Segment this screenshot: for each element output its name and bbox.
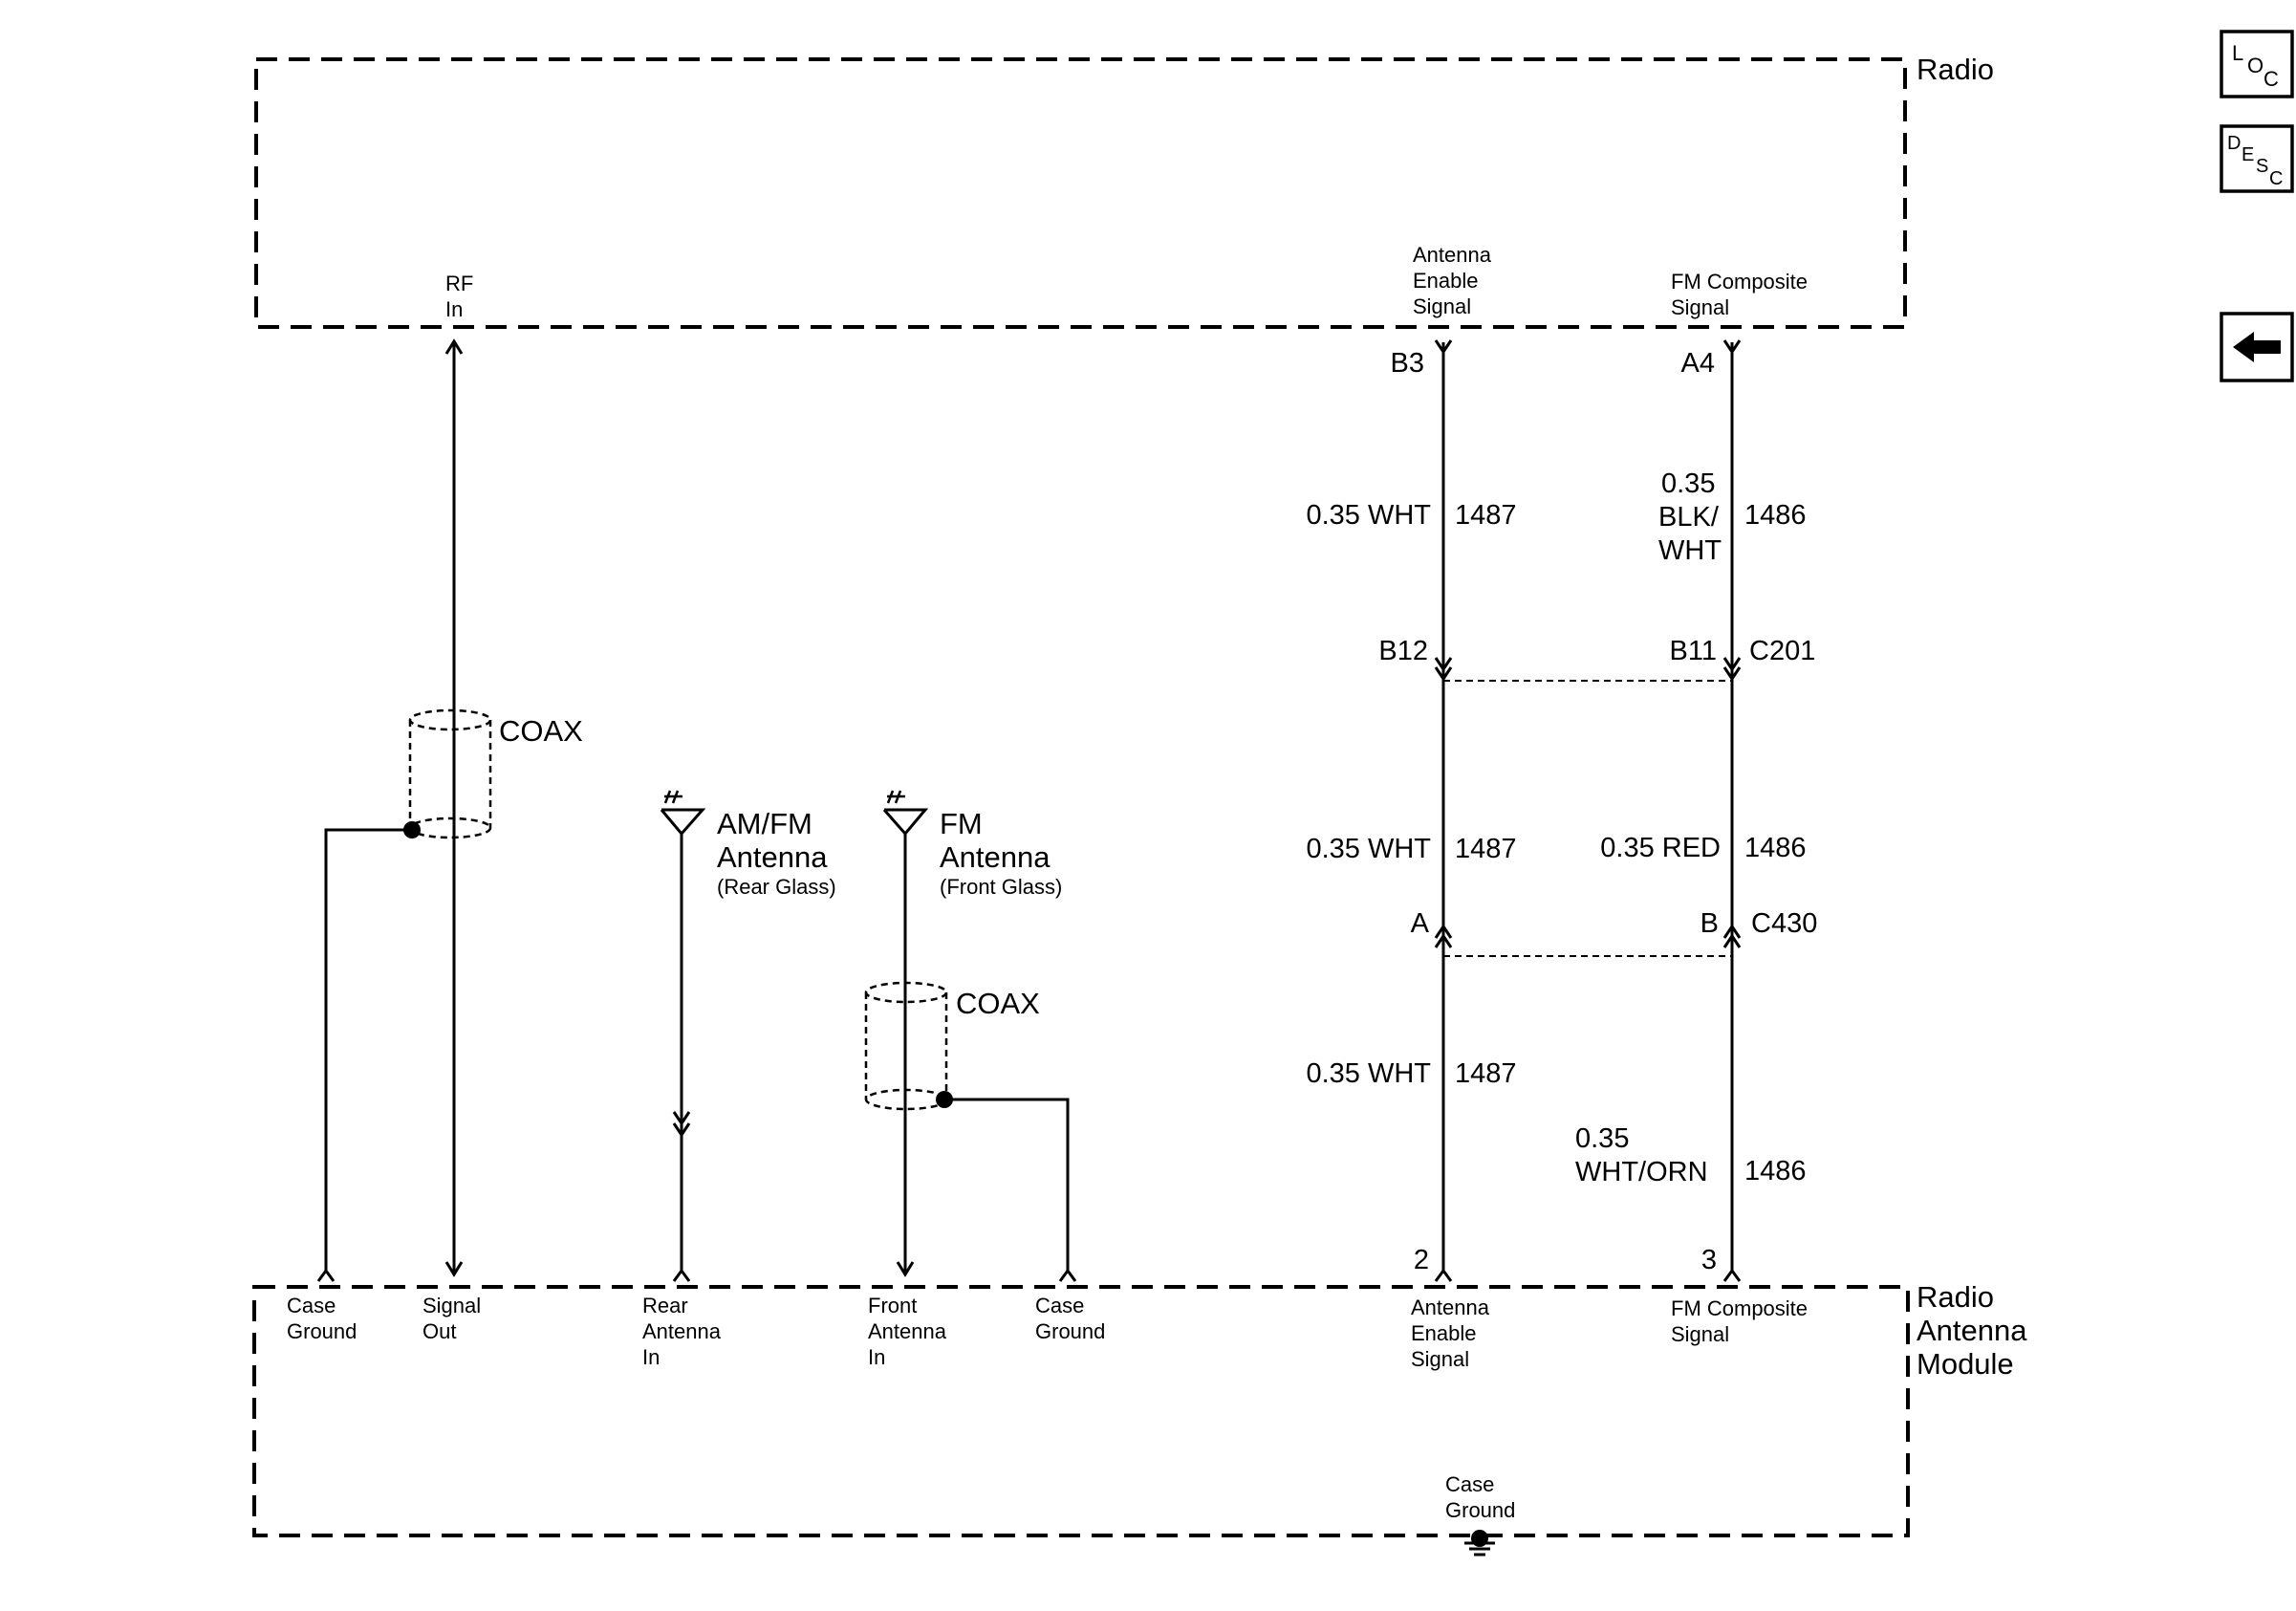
antenna-fm-note: (Front Glass)	[940, 875, 1062, 899]
radio-terminal-b3: B3	[1391, 348, 1424, 379]
back-arrow-icon	[2233, 332, 2281, 362]
module-box	[252, 1285, 1910, 1537]
wire-rf-signal	[444, 338, 464, 1277]
ground-icon	[1464, 1530, 1495, 1557]
wire-case-ground-1	[316, 821, 421, 1282]
wire-1487-seg2-circuit: 1487	[1455, 834, 1517, 864]
desc-button[interactable]: D E S C	[2220, 124, 2294, 193]
svg-text:E: E	[2242, 144, 2254, 165]
c430-pin-a: A	[1411, 908, 1430, 939]
module-pin-front-antenna-in: Front Antenna In	[868, 1294, 952, 1369]
coax-label-front: COAX	[956, 987, 1040, 1020]
antenna-fm-name: FM Antenna	[940, 807, 1051, 874]
module-terminal-2: 2	[1414, 1245, 1429, 1275]
c201-pin-b11: B11	[1670, 636, 1717, 666]
wire-1486-seg3-circuit: 1486	[1744, 1156, 1807, 1186]
radio-pin-rf-in: RF In	[445, 272, 479, 321]
module-pin-case-ground-bottom: Case Ground	[1445, 1472, 1515, 1522]
svg-text:O: O	[2247, 54, 2264, 77]
antenna-amfm-note: (Rear Glass)	[717, 875, 836, 899]
wire-1487-seg1-circuit: 1487	[1455, 500, 1517, 531]
wire-1486-seg2-circuit: 1486	[1744, 833, 1807, 863]
wire-1487-seg2-color: 0.35 WHT	[1306, 834, 1431, 864]
module-pin-case-ground-1: Case Ground	[287, 1294, 357, 1343]
radio-label: Radio	[1917, 53, 1994, 86]
wire-1486-seg1-circuit: 1486	[1744, 500, 1807, 531]
c201-name: C201	[1749, 636, 1815, 666]
module-pin-fm-composite: FM Composite Signal	[1671, 1296, 1813, 1346]
radio-box	[254, 57, 1907, 329]
wire-1487	[1434, 339, 1453, 1282]
radio-terminal-a4: A4	[1681, 348, 1715, 379]
wire-rear-antenna	[672, 834, 691, 1282]
wire-1487-seg3-color: 0.35 WHT	[1306, 1058, 1431, 1089]
wire-1486-seg3-color: 0.35 WHT/ORN	[1575, 1123, 1708, 1187]
loc-button[interactable]: L O C	[2220, 30, 2294, 98]
c201-pin-b12: B12	[1378, 636, 1428, 666]
c430-name: C430	[1751, 908, 1817, 939]
module-pin-rear-antenna-in: Rear Antenna In	[642, 1294, 726, 1369]
coax-shield-upper	[408, 708, 492, 839]
radio-pin-fm-composite: FM Composite Signal	[1671, 270, 1813, 319]
c430-pin-b: B	[1700, 908, 1719, 939]
back-button[interactable]	[2220, 312, 2294, 382]
module-pin-antenna-enable: Antenna Enable Signal	[1411, 1295, 1495, 1371]
wire-case-ground-2	[936, 1091, 1077, 1282]
antenna-icon-fm	[882, 790, 929, 837]
svg-text:D: D	[2227, 133, 2241, 154]
radio-pin-antenna-enable: Antenna Enable Signal	[1413, 243, 1497, 318]
antenna-amfm-name: AM/FM Antenna	[717, 807, 828, 874]
wire-1487-seg1-color: 0.35 WHT	[1306, 500, 1431, 531]
antenna-icon-amfm	[660, 790, 706, 837]
wire-1486-seg1-color: 0.35 BLK/ WHT	[1658, 468, 1726, 566]
wire-front-antenna	[896, 834, 915, 1277]
svg-text:C: C	[2269, 168, 2283, 189]
module-label: Radio Antenna Module	[1917, 1280, 2035, 1381]
module-pin-signal-out: Signal Out	[422, 1294, 487, 1343]
svg-text:S: S	[2256, 156, 2268, 177]
wire-1487-seg3-circuit: 1487	[1455, 1058, 1517, 1089]
wire-1486	[1722, 339, 1742, 1282]
module-terminal-3: 3	[1701, 1245, 1717, 1275]
coax-label-upper: COAX	[499, 714, 583, 748]
module-pin-case-ground-2: Case Ground	[1035, 1294, 1105, 1343]
svg-text:L: L	[2232, 41, 2243, 65]
wire-1486-seg2-color: 0.35 RED	[1600, 833, 1721, 863]
svg-text:C: C	[2264, 67, 2279, 91]
